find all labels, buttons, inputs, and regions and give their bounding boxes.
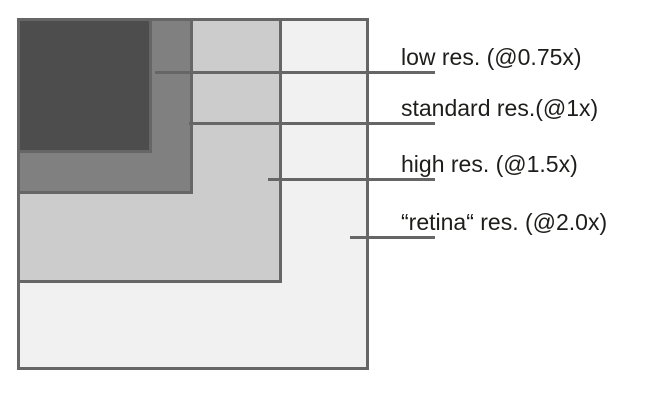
low-res-label: low res. (@0.75x) (401, 44, 582, 70)
low-res-callout-line (155, 71, 435, 74)
retina-res-callout-line (350, 236, 435, 239)
standard-res-label: standard res.(@1x) (401, 95, 599, 121)
low-res-square (17, 18, 152, 153)
standard-res-callout-line (189, 122, 435, 125)
retina-res-label: “retina“ res. (@2.0x) (401, 209, 608, 235)
high-res-callout-line (268, 178, 435, 181)
high-res-label: high res. (@1.5x) (401, 151, 578, 177)
